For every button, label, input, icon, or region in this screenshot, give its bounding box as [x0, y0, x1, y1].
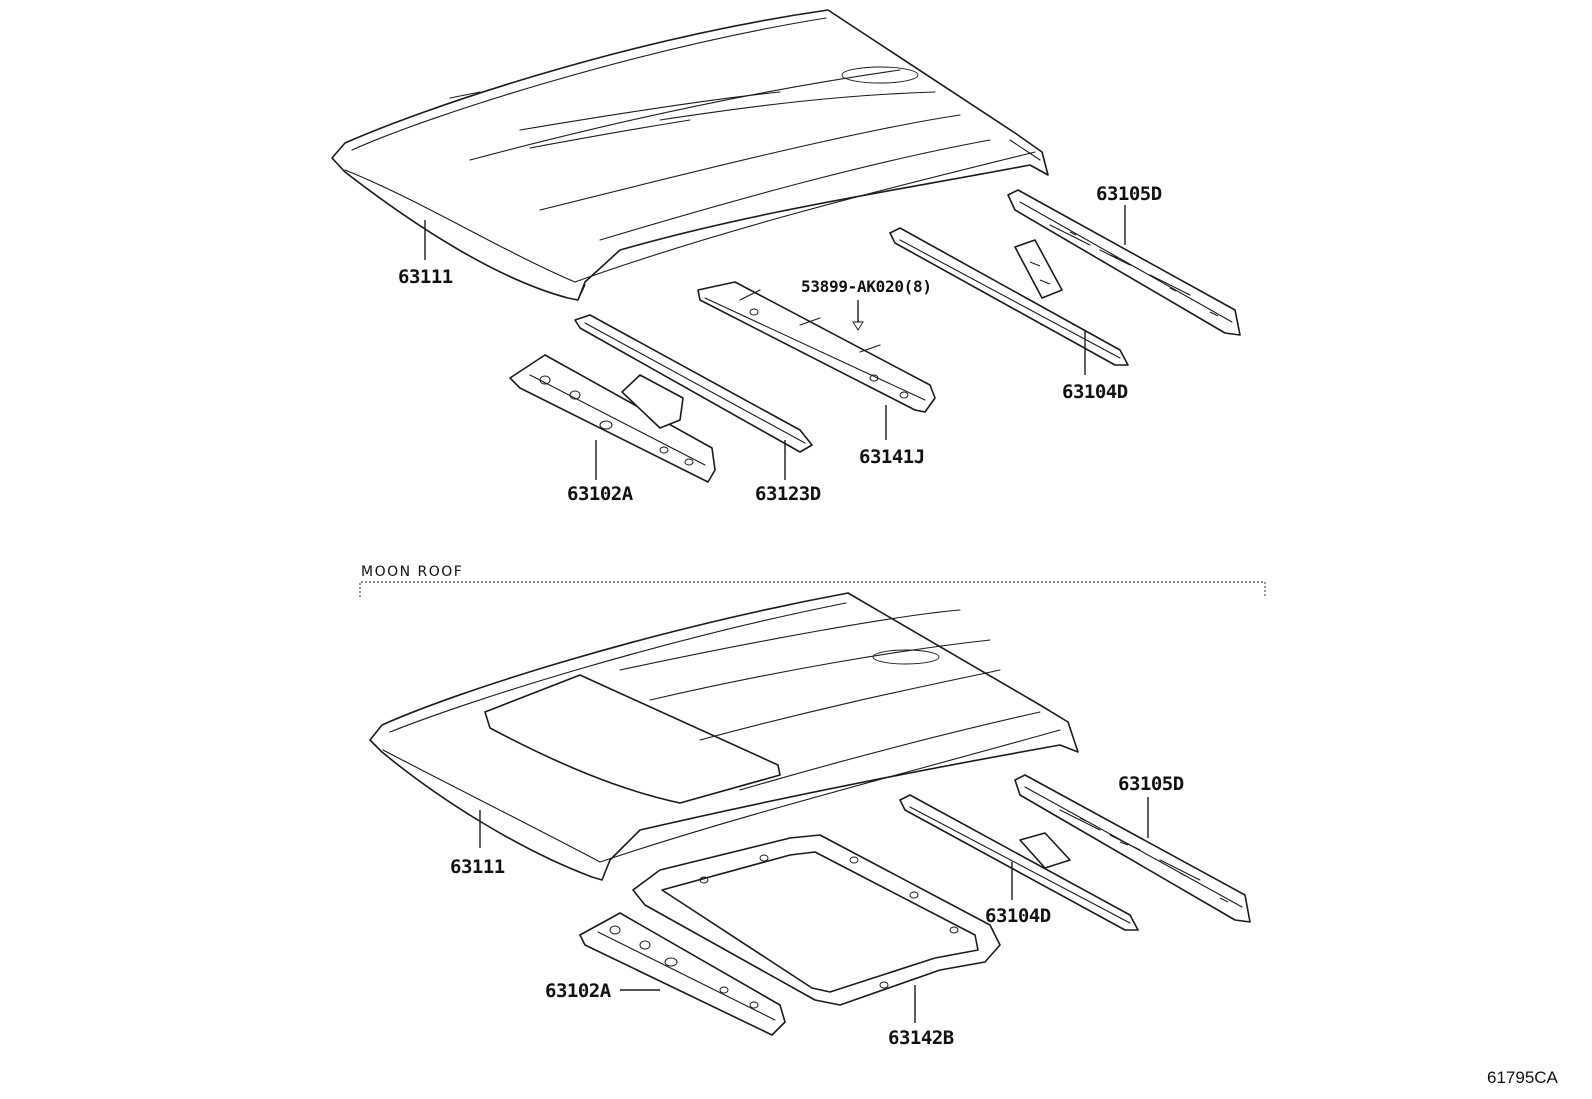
- label-63141J: 63141J: [859, 446, 925, 468]
- front-header-top: [509, 354, 716, 483]
- label-63105D-top: 63105D: [1096, 183, 1162, 205]
- illustration-code: 61795CA: [1487, 1068, 1559, 1087]
- label-63102A-top: 63102A: [567, 483, 634, 505]
- label-63142B: 63142B: [888, 1027, 954, 1049]
- reinforcement-moonroof: [899, 794, 1139, 931]
- label-63123D: 63123D: [755, 483, 821, 505]
- standard-roof-group: 63111 63105D 63104D 53899-AK020(8): [331, 9, 1241, 505]
- moon-roof-group: MOON ROOF 63111 63105D: [359, 564, 1266, 1049]
- moon-roof-section-label: MOON ROOF: [361, 564, 463, 580]
- label-63111-moonroof: 63111: [450, 856, 505, 878]
- rear-rail-moonroof: [1014, 774, 1251, 923]
- rear-rail-top: [1007, 189, 1241, 336]
- roof-panel-moonroof: [369, 592, 1079, 881]
- moon-roof-bracket: [359, 581, 1266, 597]
- label-63111-top: 63111: [398, 266, 453, 288]
- front-header-moonroof: [579, 912, 786, 1036]
- label-63105D-moonroof: 63105D: [1118, 773, 1184, 795]
- label-63104D-top: 63104D: [1062, 381, 1128, 403]
- roof-panel-top: [331, 9, 1049, 301]
- label-63104D-moonroof: 63104D: [985, 905, 1051, 927]
- front-bow-top: [574, 314, 813, 453]
- roof-bow-top: [697, 281, 936, 413]
- label-53899-AK020: 53899-AK020(8): [801, 277, 932, 296]
- sunroof-frame: [632, 834, 1001, 1006]
- reinforcement-top: [889, 227, 1129, 366]
- label-63102A-moonroof: 63102A: [545, 980, 612, 1002]
